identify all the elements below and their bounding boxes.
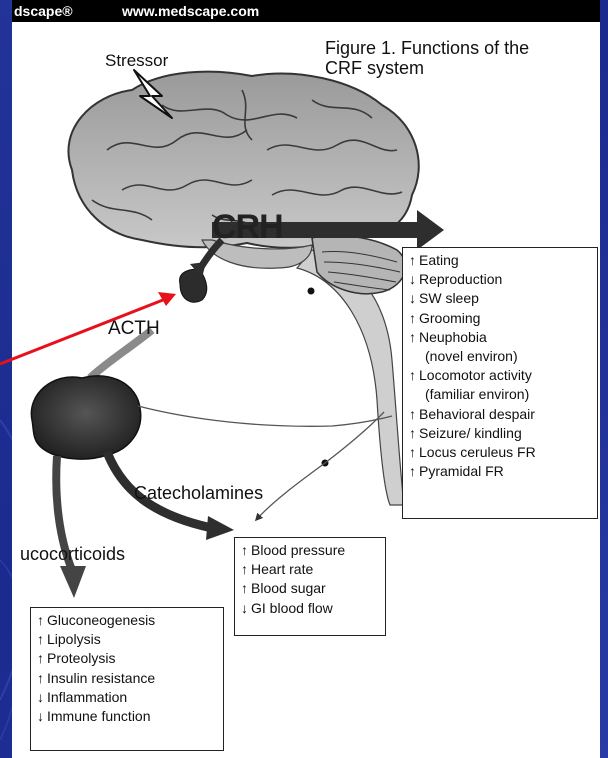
red-pointer-arrowhead xyxy=(158,292,176,306)
red-pointer-arrow xyxy=(0,298,168,364)
